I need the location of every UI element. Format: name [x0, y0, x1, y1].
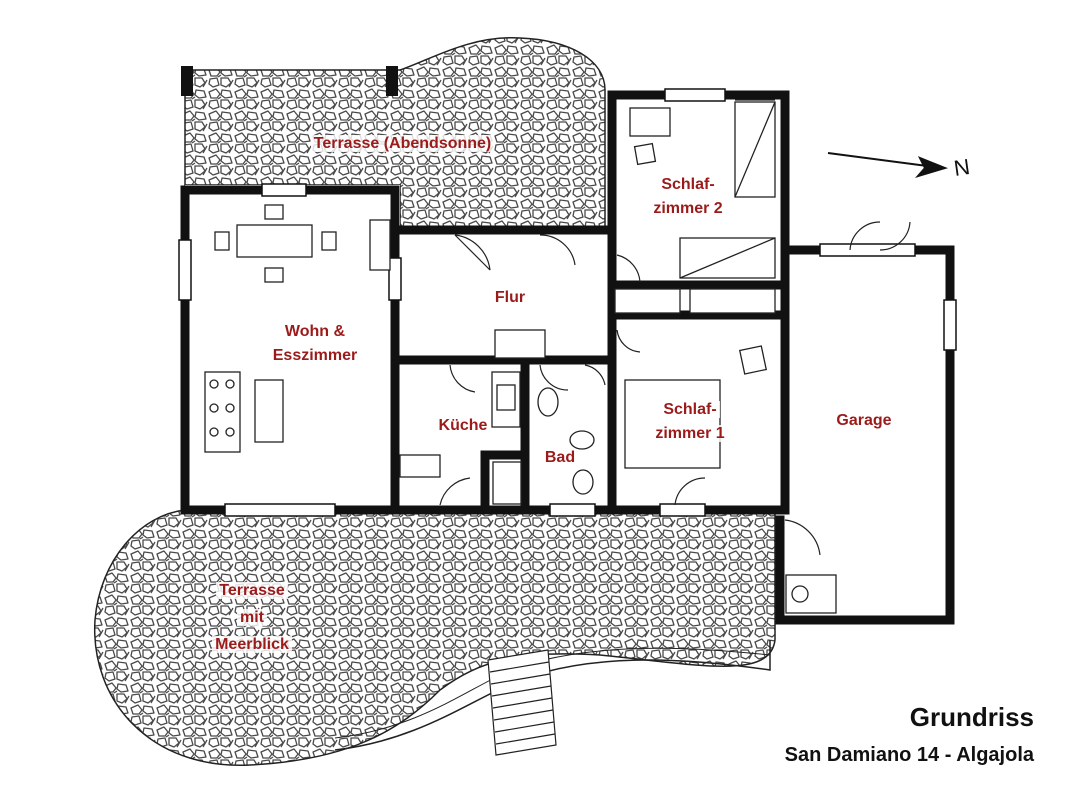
- chair: [629, 107, 671, 137]
- terrace-sea-paving: [94, 509, 776, 766]
- walls: [180, 90, 955, 625]
- bedroom-1-label: Schlaf- zimmer 1: [630, 398, 750, 446]
- chair: [738, 345, 768, 375]
- hall-label: Flur: [465, 286, 555, 310]
- bed: [624, 379, 721, 469]
- kitchen-label: Küche: [428, 414, 498, 438]
- bath-label: Bad: [535, 446, 585, 470]
- windows: [178, 88, 957, 517]
- north-label: N: [952, 154, 972, 181]
- wardrobe: [614, 288, 681, 314]
- living-dining-label: Wohn & Esszimmer: [250, 320, 380, 368]
- plan-subtitle: San Damiano 14 - Algajola: [784, 744, 1034, 766]
- bedroom-2-label: Schlaf- zimmer 2: [628, 173, 748, 221]
- wardrobe: [689, 288, 776, 314]
- terrace-post: [181, 66, 193, 96]
- north-arrow-icon: [827, 152, 949, 178]
- fixtures: [399, 329, 837, 614]
- living-furniture: [204, 204, 391, 453]
- terrace-post: [386, 66, 398, 96]
- plan-title: Grundriss: [909, 702, 1034, 732]
- doors: [439, 221, 911, 556]
- terrace-evening-paving: [184, 37, 606, 231]
- terrace-evening-label: Terrasse (Abendsonne): [280, 132, 525, 156]
- terrace-sea-label: Terrasse mit Meerblick: [192, 577, 312, 658]
- stairs: [487, 649, 557, 756]
- chair: [633, 142, 657, 166]
- garage-label: Garage: [818, 409, 910, 433]
